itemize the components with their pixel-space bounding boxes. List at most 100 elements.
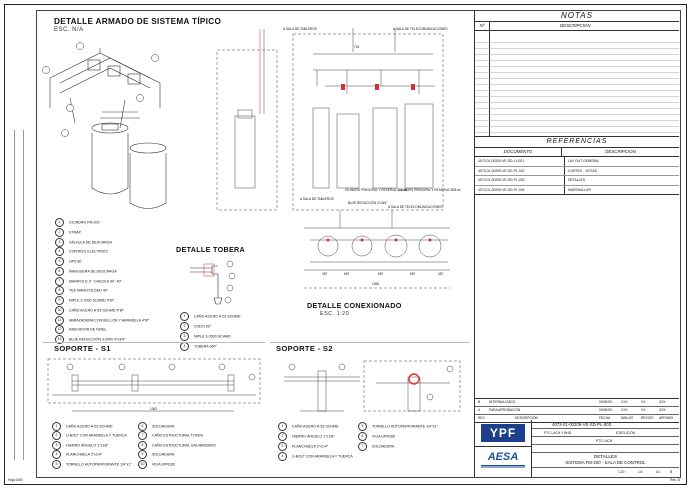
dim-e: 457 xyxy=(438,272,444,276)
refs-panel: REFERENCIAS DOCUMENTO DESCRIPCION 4073-0… xyxy=(474,136,679,195)
label-sala-telecom-2: A SALA DE TELECOMUNICACIONES xyxy=(388,205,443,209)
soporte-s1-dim: 1362 xyxy=(150,407,158,411)
aesa-stripes xyxy=(481,465,525,468)
rev-value: B xyxy=(670,470,673,474)
rev-row: A PARA APROBACIÓN 00/00/00 XXX XX XXX xyxy=(475,407,679,415)
info-grid: 4073-01-00209-VE-SD-PL-003 PTC LACH Y BH… xyxy=(532,420,679,477)
refs-row: 4073-01-00209-VE-SD-PL-002 CORTES - VIST… xyxy=(475,166,679,177)
refs-row: 4073-01-00209-VE-SD-PL-004 MARSHALLER xyxy=(475,185,679,195)
tobera-drawing xyxy=(190,260,236,305)
refs-header: DOCUMENTO DESCRIPCION xyxy=(475,148,679,157)
sheet-value: 1/4 xyxy=(638,470,643,474)
doc-number: 4073-01-00209-VE-SD-PL-003 xyxy=(552,421,611,427)
soporte-s2-title: SOPORTE - S2 xyxy=(276,344,333,353)
ypf-logo: YPF xyxy=(481,424,525,442)
dim-top: 724 xyxy=(354,45,360,49)
footer-left: Hoja 4/00 xyxy=(8,478,23,482)
conexionado-drawing xyxy=(304,210,450,289)
label-cilindro-115: CILINDRO PRINCIPAL Y RESERVA 115Lbs xyxy=(345,188,408,192)
proyecto: PTC LACH Y BHD xyxy=(544,430,572,435)
blank-panel xyxy=(474,194,679,399)
refs-row: 4073-01-00209-VE-SD-PL-003 DETALLES xyxy=(475,176,679,186)
dim-total: 1350 xyxy=(372,282,380,286)
etapa: EJECUCIÓN xyxy=(616,430,636,435)
area: PTC LACH xyxy=(596,438,613,443)
refs-col-desc: DESCRIPCION xyxy=(605,149,636,154)
sheet-title: DETALLES xyxy=(593,454,618,459)
size-value: A1 xyxy=(656,470,661,474)
notes-col-desc: DESCRIPCION xyxy=(560,23,591,28)
rev-row: B INTERNALIZADO 00/00/00 XXX XX XXX xyxy=(475,399,679,407)
notes-title: NOTAS xyxy=(475,10,679,22)
iso-assembly-drawing xyxy=(42,42,167,209)
label-sala-tableros-2: A SALA DE TABLEROS xyxy=(300,197,334,201)
notes-col-n: Nº xyxy=(475,22,490,30)
rev-header: REV DESCRIPCIÓN FECHA DIBUJÓ REVISÓ APRO… xyxy=(475,415,679,423)
sheet-border xyxy=(4,4,687,485)
footer-right: Rev. B xyxy=(670,478,680,482)
title-block: B INTERNALIZADO 00/00/00 XXX XX XXX A PA… xyxy=(474,398,679,477)
main-title: DETALLE ARMADO DE SISTEMA TÍPICO xyxy=(54,17,222,26)
conexionado-title: DETALLE CONEXIONADO xyxy=(307,301,402,310)
dim-c: 657 xyxy=(378,272,384,276)
notes-panel: NOTAS Nº DESCRIPCION xyxy=(474,10,679,136)
sheet-subtitle: SISTEMA FM-200 - SALA DE CONTROL xyxy=(565,460,646,465)
label-buje: BUJE REDUCCIÓN 4"x3/4" xyxy=(348,201,388,205)
scale-value: 1:20 xyxy=(618,470,625,474)
left-margin-strip xyxy=(14,130,24,460)
main-scale: ESC. N/A xyxy=(54,27,84,33)
soporte-s1-title: SOPORTE - S1 xyxy=(54,344,111,353)
dim-d: 657 xyxy=(410,272,416,276)
dim-a: 457 xyxy=(322,272,328,276)
divider xyxy=(270,342,470,343)
aesa-logo: AESA xyxy=(487,451,519,463)
refs-col-doc: DOCUMENTO xyxy=(475,148,562,156)
soporte-s2-drawing xyxy=(284,360,461,412)
label-sala-telecom: A SALA DE TELECOMUNICACIONES xyxy=(393,27,448,31)
tobera-title: DETALLE TOBERA xyxy=(176,245,246,254)
label-sala-tableros: A SALA DE TABLEROS xyxy=(283,27,317,31)
logos: YPF AESA xyxy=(475,420,532,477)
soporte-s1-drawing xyxy=(47,358,261,412)
conexionado-scale: ESC. 1:20 xyxy=(320,311,350,317)
divider xyxy=(43,342,265,343)
drawing-border xyxy=(36,10,681,478)
label-cilindro-350: CILINDRO PRINCIPAL Y RESERVA 350Lbs xyxy=(398,188,461,192)
